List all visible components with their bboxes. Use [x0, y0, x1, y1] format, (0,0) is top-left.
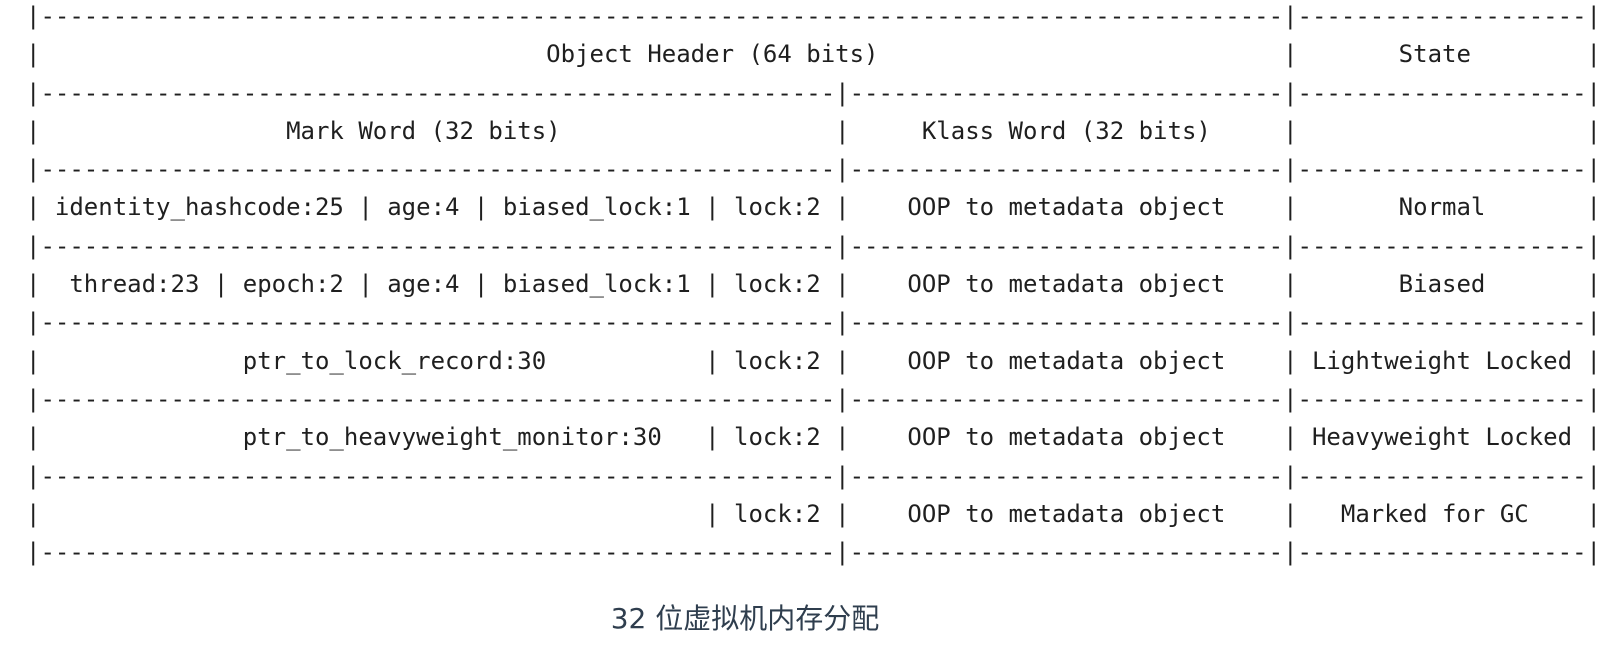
table-border: |---------------------------------------… [26, 78, 1601, 107]
row-word-headers: | Mark Word (32 bits) | Klass Word (32 b… [26, 116, 1601, 145]
table-border: |---------------------------------------… [26, 384, 1601, 413]
row-state-lightweight-locked: | ptr_to_lock_record:30 | lock:2 | OOP t… [26, 346, 1601, 375]
row-state-marked-for-gc: | | lock:2 | OOP to metadata object | Ma… [26, 499, 1601, 528]
table-border-bottom: |---------------------------------------… [26, 538, 1601, 567]
table-border: |---------------------------------------… [26, 231, 1601, 260]
row-state-normal: | identity_hashcode:25 | age:4 | biased_… [26, 193, 1601, 222]
ascii-table: |---------------------------------------… [26, 0, 1614, 571]
row-state-heavyweight-locked: | ptr_to_heavyweight_monitor:30 | lock:2… [26, 423, 1601, 452]
table-border: |---------------------------------------… [26, 461, 1601, 490]
table-border-top: |---------------------------------------… [26, 2, 1601, 30]
diagram-caption: 32 位虚拟机内存分配 [610, 602, 880, 636]
row-object-header: | Object Header (64 bits) | State | [26, 40, 1601, 69]
row-state-biased: | thread:23 | epoch:2 | age:4 | biased_l… [26, 270, 1601, 299]
table-border: |---------------------------------------… [26, 155, 1601, 184]
table-border: |---------------------------------------… [26, 308, 1601, 337]
